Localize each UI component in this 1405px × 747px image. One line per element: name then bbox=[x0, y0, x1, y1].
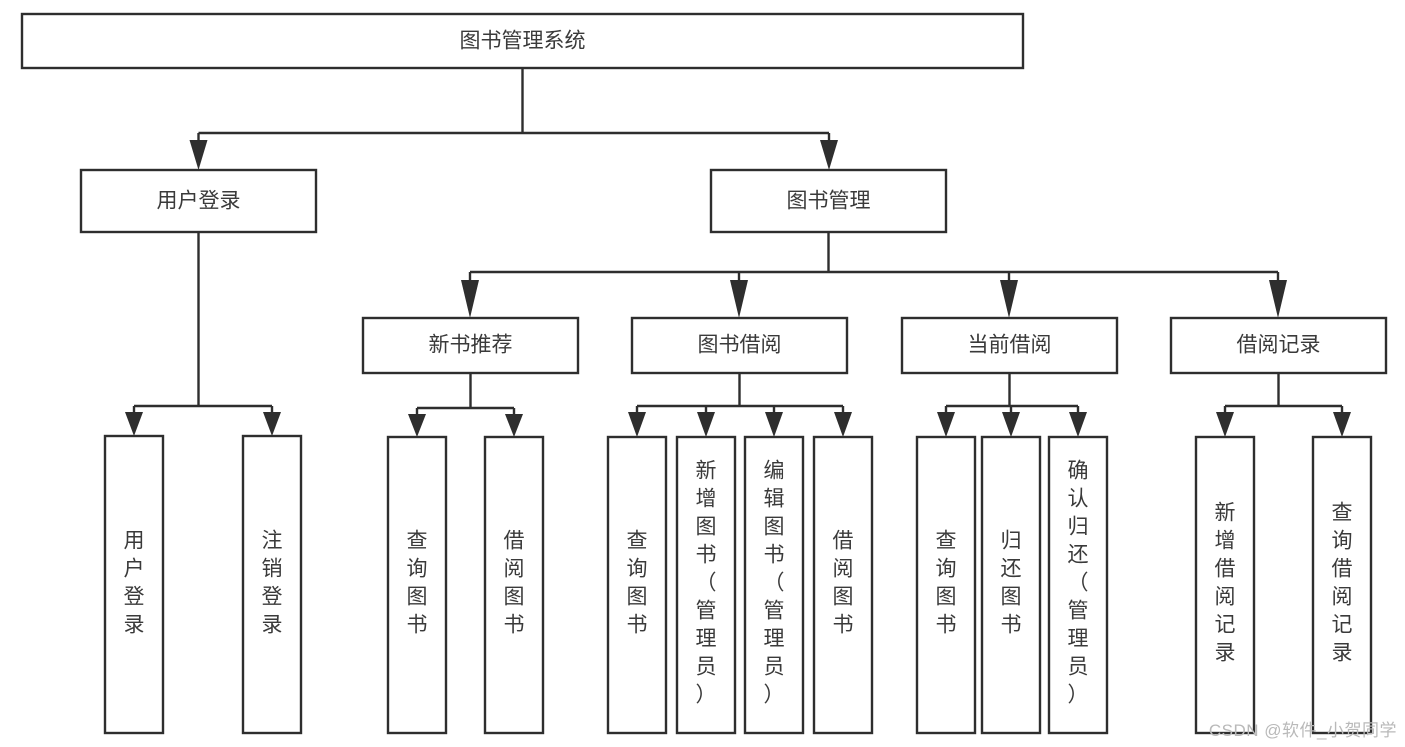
node-user-login[interactable]: 用户登录 bbox=[79, 168, 318, 234]
arrow-head-icon bbox=[1333, 412, 1351, 437]
node-leaf-query-record[interactable]: 查询借阅记录 bbox=[1311, 435, 1373, 735]
node-leaf-return-book[interactable]: 归还图书 bbox=[980, 435, 1042, 735]
node-leaf-return-book-box bbox=[980, 435, 1042, 735]
node-leaf-return-book-label: 归还图书 bbox=[1001, 530, 1022, 637]
arrow-head-icon bbox=[408, 414, 426, 437]
node-leaf-query-book-1-box bbox=[386, 435, 448, 735]
arrow-head-icon bbox=[937, 412, 955, 437]
node-leaf-edit-book-box bbox=[743, 435, 805, 735]
node-borrow-record[interactable]: 借阅记录 bbox=[1169, 316, 1388, 375]
node-leaf-confirm-return-label: 确认归还（管理员） bbox=[1068, 460, 1089, 707]
node-leaf-add-book-box bbox=[675, 435, 737, 735]
node-leaf-query-book-2[interactable]: 查询图书 bbox=[606, 435, 668, 735]
arrow-head-icon bbox=[628, 412, 646, 437]
node-book-manage-label: 图书管理 bbox=[787, 190, 871, 213]
node-user-login-label: 用户登录 bbox=[157, 190, 241, 213]
connector-current-borrow-to-leaves bbox=[937, 373, 1087, 437]
node-leaf-query-book-2-box bbox=[606, 435, 668, 735]
node-new-book-rec[interactable]: 新书推荐 bbox=[361, 316, 580, 375]
node-leaf-user-login-box bbox=[103, 434, 165, 735]
arrow-head-icon bbox=[697, 412, 715, 437]
node-book-manage[interactable]: 图书管理 bbox=[709, 168, 948, 234]
node-leaf-query-record-label: 查询借阅记录 bbox=[1332, 502, 1353, 665]
node-leaf-confirm-return-box bbox=[1047, 435, 1109, 735]
node-leaf-user-login[interactable]: 用户登录 bbox=[103, 434, 165, 735]
node-user-login-box bbox=[79, 168, 318, 234]
node-leaf-edit-book[interactable]: 编辑图书（管理员） bbox=[743, 435, 805, 735]
node-leaf-query-book-1-label: 查询图书 bbox=[407, 530, 428, 637]
arrow-head-icon bbox=[1269, 280, 1287, 318]
node-book-borrow-label: 图书借阅 bbox=[698, 334, 782, 357]
arrow-head-icon bbox=[1000, 280, 1018, 318]
node-leaf-borrow-book-1-label: 借阅图书 bbox=[504, 530, 525, 637]
arrow-head-icon bbox=[820, 140, 838, 170]
node-leaf-edit-book-label: 编辑图书（管理员） bbox=[764, 460, 785, 707]
arrow-head-icon bbox=[765, 412, 783, 437]
node-leaf-query-book-2-label: 查询图书 bbox=[627, 530, 648, 637]
arrow-head-icon bbox=[1216, 412, 1234, 437]
node-current-borrow-box bbox=[900, 316, 1119, 375]
node-root-box bbox=[20, 12, 1025, 70]
node-leaf-logout-login[interactable]: 注销登录 bbox=[241, 434, 303, 735]
connector-borrow-record-to-leaves bbox=[1216, 373, 1351, 437]
connector-user-login-to-leaves bbox=[125, 232, 281, 436]
node-leaf-query-book-3-label: 查询图书 bbox=[936, 530, 957, 637]
node-current-borrow[interactable]: 当前借阅 bbox=[900, 316, 1119, 375]
node-leaf-query-book-1[interactable]: 查询图书 bbox=[386, 435, 448, 735]
node-leaf-add-record-box bbox=[1194, 435, 1256, 735]
node-leaf-user-login-label: 用户登录 bbox=[124, 530, 145, 637]
connector-book-borrow-to-leaves bbox=[628, 373, 852, 437]
node-new-book-rec-label: 新书推荐 bbox=[429, 334, 513, 357]
arrow-head-icon bbox=[461, 280, 479, 318]
node-leaf-add-book-label: 新增图书（管理员） bbox=[696, 460, 717, 707]
node-leaf-confirm-return[interactable]: 确认归还（管理员） bbox=[1047, 435, 1109, 735]
node-new-book-rec-box bbox=[361, 316, 580, 375]
csdn-watermark: CSDN @软件_小贺同学 bbox=[1208, 721, 1397, 740]
node-current-borrow-label: 当前借阅 bbox=[968, 334, 1052, 357]
arrow-head-icon bbox=[263, 412, 281, 436]
node-leaf-query-book-3[interactable]: 查询图书 bbox=[915, 435, 977, 735]
connector-root-to-level2 bbox=[189, 68, 838, 170]
node-leaf-query-book-3-box bbox=[915, 435, 977, 735]
arrow-head-icon bbox=[1002, 412, 1020, 437]
arrow-head-icon bbox=[505, 414, 523, 437]
node-leaf-add-record-label: 新增借阅记录 bbox=[1215, 502, 1236, 665]
arrow-head-icon bbox=[730, 280, 748, 318]
node-book-borrow[interactable]: 图书借阅 bbox=[630, 316, 849, 375]
node-root-label: 图书管理系统 bbox=[460, 30, 586, 53]
node-leaf-borrow-book-2-label: 借阅图书 bbox=[833, 530, 854, 637]
arrow-head-icon bbox=[1069, 412, 1087, 437]
node-leaf-borrow-book-1[interactable]: 借阅图书 bbox=[483, 435, 545, 735]
arrow-head-icon bbox=[125, 412, 143, 436]
node-leaf-borrow-book-2-box bbox=[812, 435, 874, 735]
node-leaf-borrow-book-1-box bbox=[483, 435, 545, 735]
node-root[interactable]: 图书管理系统 bbox=[20, 12, 1025, 70]
node-leaf-logout-login-box bbox=[241, 434, 303, 735]
node-leaf-add-record[interactable]: 新增借阅记录 bbox=[1194, 435, 1256, 735]
connector-book-manage-to-level3 bbox=[461, 232, 1287, 318]
arrow-head-icon bbox=[834, 412, 852, 437]
node-leaf-logout-login-label: 注销登录 bbox=[262, 530, 283, 637]
arrow-head-icon bbox=[189, 140, 208, 170]
node-leaf-borrow-book-2[interactable]: 借阅图书 bbox=[812, 435, 874, 735]
node-borrow-record-label: 借阅记录 bbox=[1237, 334, 1321, 357]
node-leaf-query-record-box bbox=[1311, 435, 1373, 735]
node-leaf-add-book[interactable]: 新增图书（管理员） bbox=[675, 435, 737, 735]
connector-new-book-rec-to-leaves bbox=[408, 373, 523, 437]
